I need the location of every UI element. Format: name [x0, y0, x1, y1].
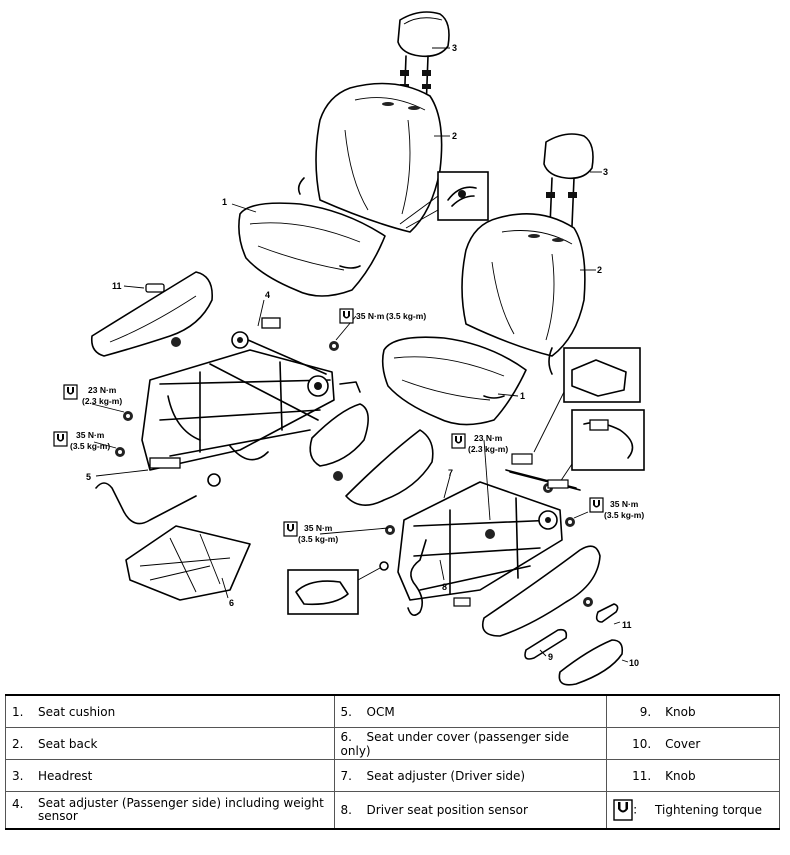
seat-back-left [297, 82, 443, 233]
callout-1: 1 [222, 197, 227, 207]
seat-position-sensor-cable [407, 539, 427, 616]
headrest-right [543, 133, 594, 227]
seat-under-cover [125, 525, 251, 601]
callout-2: 2 [452, 131, 457, 141]
svg-text:35 N·m: 35 N·m [304, 523, 333, 533]
knob-9 [524, 628, 568, 660]
detail-inset-box-right-mid [559, 409, 645, 483]
left-seat-assembly [90, 11, 489, 601]
callout-5: 5 [86, 472, 91, 482]
svg-text:(3.5 kg-m): (3.5 kg-m) [70, 441, 110, 451]
svg-text:35 N·m: 35 N·m [356, 311, 385, 321]
side-cover-passenger-right [309, 403, 369, 467]
legend-cell: 1.Seat cushion [5, 694, 335, 728]
torque-label-3: 35 N·m (3.5 kg-m) [53, 430, 110, 451]
svg-text:(3.5 kg-m): (3.5 kg-m) [604, 510, 644, 520]
legend-row: 2.Seat back 6.Seat under cover (passenge… [5, 727, 780, 760]
seat-adjuster-passenger [141, 317, 361, 487]
callout-6: 6 [229, 598, 234, 608]
seat-back-right [461, 213, 586, 375]
legend-cell: 4.Seat adjuster (Passenger side) includi… [5, 791, 335, 830]
callout-11: 11 [112, 281, 122, 291]
torque-label-5: 35 N·m (3.5 kg-m) [589, 497, 644, 520]
legend-cell: 9.Knob [606, 694, 780, 728]
legend-cell: 11.Knob [606, 759, 780, 792]
legend-row: 1.Seat cushion 5.OCM 9.Knob [5, 694, 780, 728]
seat-exploded-diagram: 3 2 1 11 4 5 6 3 2 1 7 8 11 9 10 35 N·m … [53, 11, 645, 686]
callout-1b: 1 [520, 391, 525, 401]
legend-row: 4.Seat adjuster (Passenger side) includi… [5, 791, 780, 830]
side-cover-right [333, 429, 434, 506]
svg-text:(2.3 kg-m): (2.3 kg-m) [468, 444, 508, 454]
callout-4: 4 [265, 290, 270, 300]
callout-10: 10 [629, 658, 639, 668]
torque-label-2: 23 N·m (2.3 kg-m) [63, 384, 122, 406]
svg-text:(3.5 kg-m): (3.5 kg-m) [386, 311, 426, 321]
callout-3b: 3 [603, 167, 608, 177]
seat-adjuster-driver [397, 469, 581, 607]
parts-legend-table: 1.Seat cushion 5.OCM 9.Knob 2.Seat back … [5, 694, 780, 830]
callout-2b: 2 [597, 265, 602, 275]
callout-8: 8 [442, 582, 447, 592]
seat-cushion-right [381, 336, 527, 426]
tightening-torque-icon [613, 799, 633, 821]
legend-cell: 6.Seat under cover (passenger side only) [333, 727, 608, 760]
seat-cushion-left [238, 202, 386, 297]
callout-9: 9 [548, 652, 553, 662]
detail-inset-box-left [399, 171, 489, 229]
leader-lines [91, 47, 629, 663]
svg-text:35 N·m: 35 N·m [76, 430, 105, 440]
knob-11 [595, 603, 619, 623]
ocm-rod [95, 482, 197, 525]
legend-cell: : Tightening torque [606, 791, 780, 830]
cover-10 [558, 639, 624, 686]
right-seat-assembly [287, 133, 645, 686]
torque-label-6: 35 N·m (3.5 kg-m) [283, 521, 338, 544]
legend-cell: 3.Headrest [5, 759, 335, 792]
legend-cell: 5.OCM [333, 694, 608, 728]
svg-text:(3.5 kg-m): (3.5 kg-m) [298, 534, 338, 544]
svg-text:23 N·m: 23 N·m [474, 433, 503, 443]
torque-labels: 35 N·m (3.5 kg-m) 23 N·m (2.3 kg-m) 35 N… [53, 308, 644, 544]
torque-label-1: 35 N·m (3.5 kg-m) [339, 308, 426, 324]
legend-cell: 2.Seat back [5, 727, 335, 760]
svg-text:(2.3 kg-m): (2.3 kg-m) [82, 396, 122, 406]
legend-cell: 8.Driver seat position sensor [333, 791, 608, 830]
legend-cell: 10.Cover [606, 727, 780, 760]
legend-row: 3.Headrest 7.Seat adjuster (Driver side)… [5, 759, 780, 792]
torque-label-4: 23 N·m (2.3 kg-m) [451, 433, 508, 454]
detail-inset-box-right-top [533, 347, 641, 453]
side-cover-driver [481, 545, 601, 637]
callout-11b: 11 [622, 620, 632, 630]
svg-text:23 N·m: 23 N·m [88, 385, 117, 395]
svg-text:35 N·m: 35 N·m [610, 499, 639, 509]
legend-cell: 7.Seat adjuster (Driver side) [333, 759, 608, 792]
callout-3: 3 [452, 43, 457, 53]
callout-numbers: 3 2 1 11 4 5 6 3 2 1 7 8 11 9 10 [86, 43, 639, 668]
detail-inset-box-sensor [287, 561, 389, 615]
side-cover-left [90, 271, 213, 357]
callout-7: 7 [448, 468, 453, 478]
